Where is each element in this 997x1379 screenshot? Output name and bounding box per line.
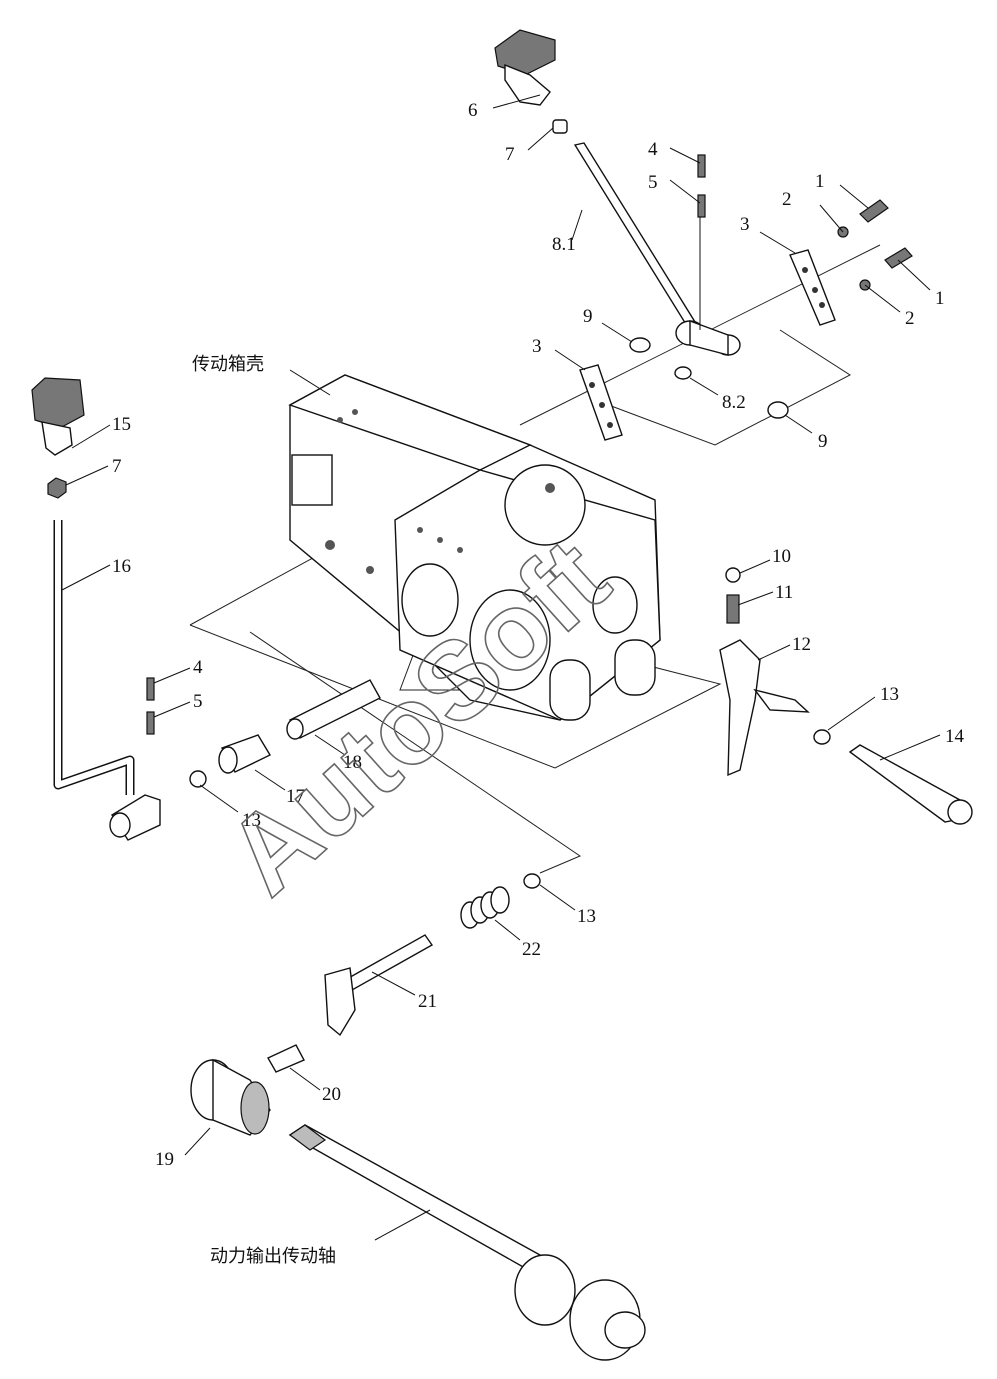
lever-pivot-block — [675, 319, 741, 356]
pin-4-left — [146, 677, 155, 701]
pin-8-2 — [674, 366, 692, 380]
transmission-housing — [288, 374, 661, 721]
label-4: 4 — [648, 139, 658, 160]
pin-5-upper — [697, 194, 706, 218]
o-ring-13-left — [189, 770, 207, 788]
label-7-b: 7 — [112, 456, 122, 477]
part-number-labels: 6 7 8.1 4 5 1 2 3 1 2 9 3 8.2 9 10 11 12… — [112, 100, 965, 1170]
label-9-b: 9 — [818, 431, 828, 452]
label-22: 22 — [522, 939, 541, 960]
label-1-b: 1 — [935, 288, 945, 309]
label-11: 11 — [775, 582, 793, 603]
bolts-1 — [859, 199, 913, 269]
bushing-9-upper — [629, 337, 651, 353]
o-ring-13-lower — [523, 873, 541, 889]
leader-lines — [61, 94, 941, 1241]
shaft-18 — [286, 679, 381, 740]
label-5: 5 — [648, 172, 658, 193]
label-4-b: 4 — [193, 657, 203, 678]
label-8-2: 8.2 — [722, 392, 746, 413]
bracket-plate-3-right — [789, 249, 836, 326]
label-7: 7 — [505, 144, 515, 165]
pin-4-upper — [697, 154, 706, 178]
shift-lever-8-1 — [573, 142, 701, 335]
shift-lever-knob-6 — [494, 29, 556, 106]
shift-shaft-21 — [324, 934, 434, 1037]
spring-22 — [460, 886, 510, 929]
spring-11 — [726, 594, 740, 624]
label-21: 21 — [418, 991, 437, 1012]
label-10: 10 — [772, 546, 791, 567]
shaft-14 — [848, 744, 973, 825]
collar-19 — [190, 1058, 271, 1136]
pin-20 — [267, 1044, 305, 1073]
label-14: 14 — [945, 726, 965, 747]
lever-16 — [53, 520, 135, 795]
label-5-b: 5 — [193, 691, 203, 712]
pto-drive-shaft — [288, 1124, 646, 1361]
label-20: 20 — [322, 1084, 341, 1105]
label-16: 16 — [112, 556, 131, 577]
label-13-b: 13 — [242, 810, 261, 831]
label-12: 12 — [792, 634, 811, 655]
label-1: 1 — [815, 171, 825, 192]
nut-7-upper — [552, 119, 568, 134]
label-8-1: 8.1 — [552, 234, 576, 255]
label-3: 3 — [740, 214, 750, 235]
o-ring-13-right — [813, 729, 831, 745]
label-2-b: 2 — [905, 308, 915, 329]
label-18: 18 — [343, 752, 362, 773]
label-19: 19 — [155, 1149, 174, 1170]
shift-fork-12 — [719, 639, 810, 777]
nut-7-left — [47, 477, 67, 499]
label-17: 17 — [286, 786, 305, 807]
label-pto-drive-shaft: 动力输出传动轴 — [210, 1246, 336, 1267]
knob-15 — [31, 377, 85, 456]
label-6: 6 — [468, 100, 478, 121]
label-15: 15 — [112, 414, 131, 435]
label-9: 9 — [583, 306, 593, 327]
pto-gears — [514, 1254, 646, 1361]
bushing-17 — [218, 734, 271, 774]
label-13: 13 — [880, 684, 899, 705]
label-3-b: 3 — [532, 336, 542, 357]
bushing-9-lower — [767, 401, 789, 419]
label-transmission-housing: 传动箱壳 — [192, 354, 264, 375]
bracket-plate-3-left — [579, 364, 623, 441]
label-2: 2 — [782, 189, 792, 210]
ball-10 — [725, 567, 741, 583]
label-13-c: 13 — [577, 906, 596, 927]
lever-end-block — [109, 794, 161, 841]
pin-5-left — [146, 711, 155, 735]
housing-bolt-holes — [325, 409, 555, 574]
